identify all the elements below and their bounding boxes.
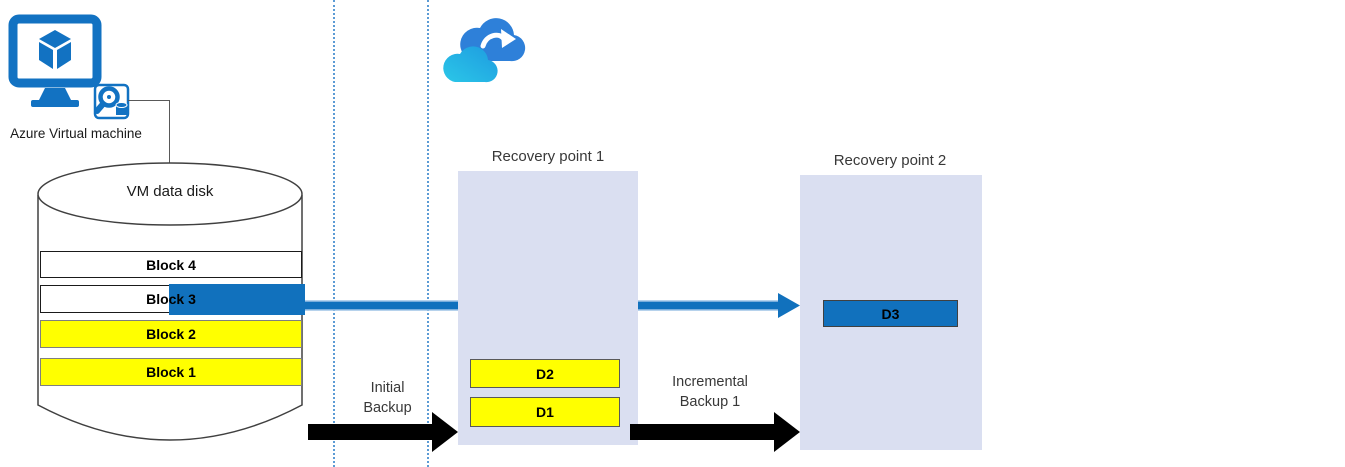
disk-block-4: Block 4 — [40, 251, 302, 278]
flow-label-line: Incremental — [672, 374, 748, 390]
vm-label: Azure Virtual machine — [10, 126, 142, 141]
incremental-backup-1-arrow — [630, 412, 800, 452]
sync-arrow-icon — [480, 29, 516, 49]
vm-disk-connector-vertical — [169, 100, 170, 164]
flow-label-line: Backup — [363, 400, 412, 416]
vm-disk-connector-horizontal — [128, 100, 170, 101]
incremental-backup-1-label: Incremental Backup 1 — [640, 372, 780, 412]
disk-block-2: Block 2 — [40, 320, 302, 348]
recovery-block-d1: D1 — [470, 397, 620, 427]
block-label: Block 4 — [146, 256, 196, 273]
recovery-point-1-title: Recovery point 1 — [491, 148, 605, 165]
flow-label-line: Backup 1 — [679, 394, 741, 410]
block-label: Block 3 — [146, 291, 196, 307]
initial-backup-arrow — [308, 412, 458, 452]
initial-backup-label: Initial Backup — [330, 378, 445, 418]
disk-block-1: Block 1 — [40, 358, 302, 386]
disk-magnifier-badge-icon — [93, 83, 130, 120]
d-block-label: D2 — [536, 365, 554, 382]
front-cloud-icon — [443, 46, 498, 83]
disk-title: VM data disk — [126, 183, 214, 200]
recovery-point-2-title: Recovery point 2 — [833, 152, 947, 169]
block-label: Block 2 — [146, 326, 196, 342]
flow-label-line: Initial — [370, 380, 405, 396]
d-block-label: D1 — [536, 404, 554, 420]
cube-icon — [39, 30, 71, 69]
timeline-divider-right — [427, 0, 429, 467]
recovery-block-d2: D2 — [470, 359, 620, 388]
disk-block-3: Block 3 — [40, 284, 305, 315]
recovery-block-d3: D3 — [823, 300, 958, 327]
azure-backup-cloud-icon — [443, 18, 526, 83]
d-block-label: D3 — [881, 305, 900, 322]
timeline-divider-left — [333, 0, 335, 467]
azure-vm-monitor-icon — [8, 14, 130, 120]
block-label: Block 1 — [146, 364, 196, 380]
changed-block-highlight — [169, 284, 305, 315]
